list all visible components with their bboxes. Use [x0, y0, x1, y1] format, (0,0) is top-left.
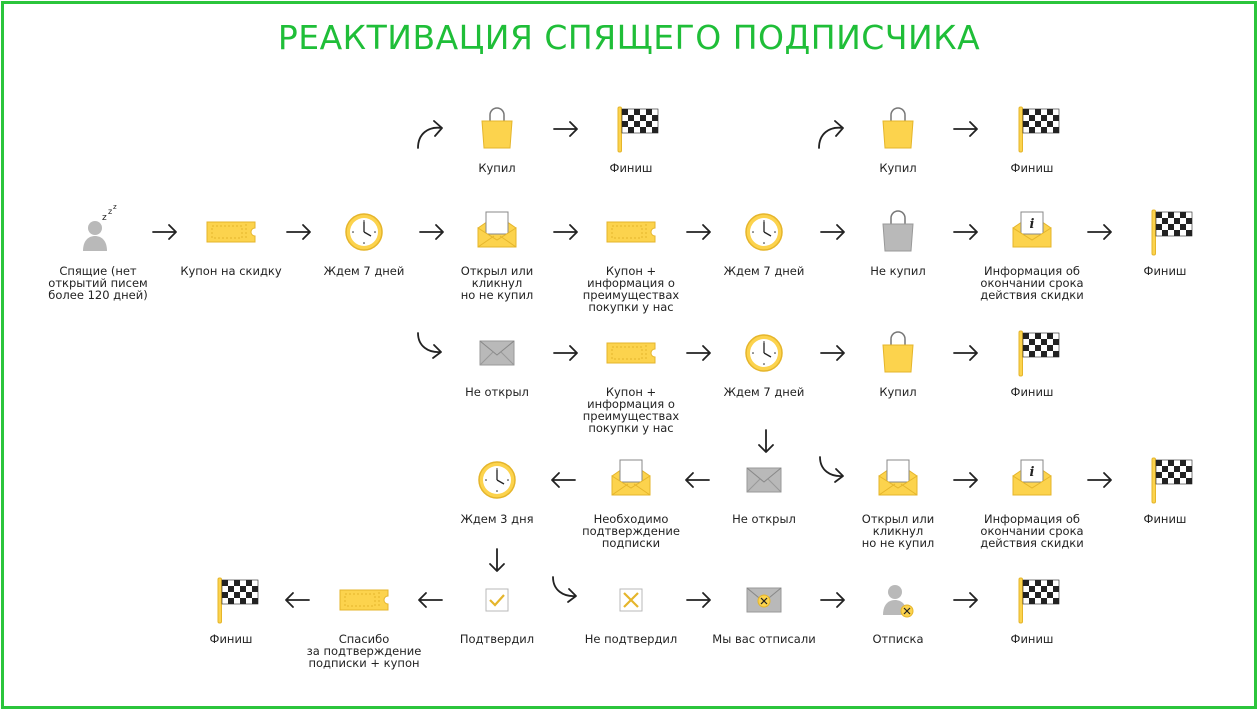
svg-text:z: z: [113, 203, 117, 211]
finish-flag-icon: [1140, 455, 1193, 505]
checkbox-icon: [472, 575, 522, 625]
info-letter-icon: i: [1007, 455, 1057, 505]
coupon-icon: [339, 575, 389, 625]
coupon-icon: [606, 207, 656, 257]
finish-flag-icon: [1007, 575, 1060, 625]
clock-icon: [472, 455, 522, 505]
open-letter-icon: [472, 207, 522, 257]
unsubscribe-user-icon: [873, 575, 923, 625]
finish-flag-icon: [206, 575, 259, 625]
open-letter-icon: [606, 455, 656, 505]
coupon-icon: [606, 328, 656, 378]
finish-flag-icon: [1140, 207, 1193, 257]
clock-icon: [739, 328, 789, 378]
coupon-icon: [206, 207, 256, 257]
shopping-bag-icon: [873, 104, 923, 154]
svg-text:z: z: [108, 207, 112, 216]
shopping-bag-icon: [472, 104, 522, 154]
closed-letter-icon: [472, 328, 522, 378]
open-letter-icon: [873, 455, 923, 505]
finish-flag-icon: [606, 104, 659, 154]
finish-flag-icon: [1007, 328, 1060, 378]
unsubscribed-letter-icon: [739, 575, 789, 625]
svg-text:i: i: [1030, 217, 1035, 232]
diagram-title: РЕАКТИВАЦИЯ СПЯЩЕГО ПОДПИСЧИКА: [277, 18, 981, 57]
svg-text:i: i: [1030, 465, 1035, 480]
closed-letter-icon: [739, 455, 789, 505]
shopping-bag-icon: [873, 328, 923, 378]
gray-bag-icon: [873, 207, 923, 257]
clock-icon: [339, 207, 389, 257]
finish-flag-icon: [1007, 104, 1060, 154]
svg-text:z: z: [102, 213, 107, 223]
clock-icon: [739, 207, 789, 257]
cross-box-icon: [606, 575, 656, 625]
info-letter-icon: i: [1007, 207, 1057, 257]
